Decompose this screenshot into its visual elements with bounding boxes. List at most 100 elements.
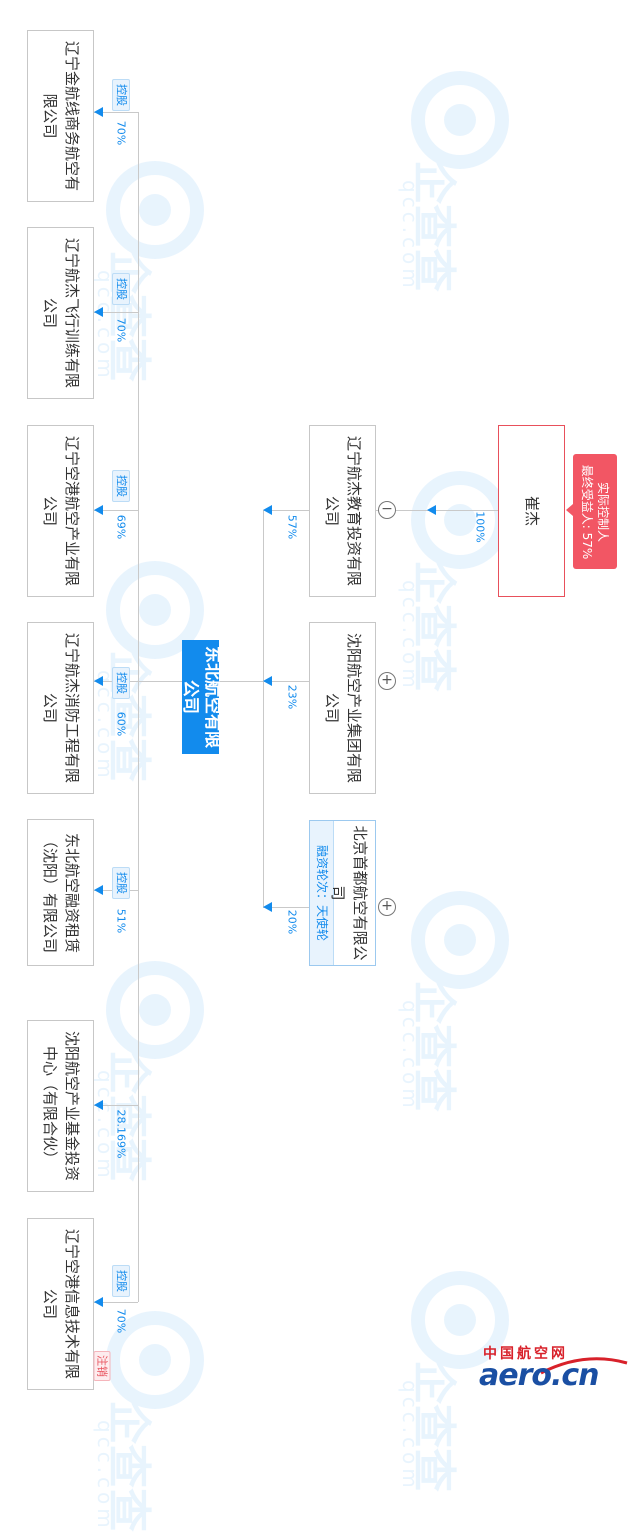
controller-box[interactable]: 崔杰 — [498, 425, 565, 597]
subsidiary-name: 辽宁航杰消防工程有限公司 — [40, 632, 81, 783]
center-right-line — [219, 681, 263, 682]
shareholder-name: 北京首都航空有限公司 — [329, 825, 369, 961]
site-logo: 中国航空网 aero.cn — [479, 1343, 634, 1393]
subsidiary-name: 辽宁空港航空产业有限公司 — [40, 435, 81, 586]
controller-name: 崔杰 — [522, 495, 541, 526]
holding-tag-7: 控股 — [112, 1265, 130, 1297]
holding-tag-5: 控股 — [112, 867, 130, 899]
subsidiary-name: 辽宁金航线商务航空有限公司 — [40, 40, 81, 191]
watermark-text: 企查查 — [103, 1050, 154, 1182]
left-branch-3-line — [94, 510, 138, 511]
shareholder-box-2[interactable]: 沈阳航空产业集团有限公司 — [309, 622, 376, 794]
subsidiary-name: 东北航空融资租赁（沈阳）有限公司 — [40, 832, 81, 953]
watermark-subtext: qcc.com — [93, 1070, 117, 1182]
percent-left-6: 28.169% — [114, 1109, 128, 1159]
watermark-subtext: qcc.com — [398, 1000, 422, 1112]
arrow-controller — [427, 505, 436, 515]
center-company-box[interactable]: 东北航空有限公司 — [180, 640, 222, 754]
controller-tag-pointer — [566, 504, 573, 516]
holding-tag-3: 控股 — [112, 470, 130, 502]
logo-swoosh-icon — [540, 1357, 628, 1375]
logo-cn-text: 中国航空网 — [483, 1346, 568, 1362]
percent-left-1: 70% — [114, 120, 128, 146]
percent-left-5: 51% — [114, 908, 128, 934]
subsidiary-box-3[interactable]: 辽宁空港航空产业有限公司 — [27, 425, 94, 597]
left-branch-2-line — [94, 312, 138, 313]
center-company-name: 东北航空有限公司 — [179, 646, 222, 748]
arrow-left-4 — [94, 676, 103, 686]
controller-tag-text: 实际控制人 最终受益人: 57% — [579, 456, 611, 568]
funding-round-tag: 融资轮次：天使轮 — [310, 821, 334, 965]
shareholder-box-3[interactable]: 融资轮次：天使轮 北京首都航空有限公司 — [309, 820, 376, 966]
percent-left-3: 69% — [114, 514, 128, 540]
left-branch-6-line — [94, 1105, 138, 1106]
percent-right-1: 57% — [285, 514, 299, 540]
arrow-right-3 — [263, 902, 272, 912]
right-branch-1-line — [263, 510, 309, 511]
arrow-right-2 — [263, 676, 272, 686]
shareholder-name: 沈阳航空产业集团有限公司 — [322, 632, 363, 783]
holding-tag-2: 控股 — [112, 273, 130, 305]
arrow-left-1 — [94, 107, 103, 117]
percent-right-3: 20% — [285, 909, 299, 935]
watermark-logo-icon — [411, 891, 509, 989]
holding-tag-1: 控股 — [112, 79, 130, 111]
percent-right-2: 23% — [285, 684, 299, 710]
watermark-subtext: qcc.com — [398, 180, 422, 292]
watermark-text: 企查查 — [103, 650, 154, 782]
arrow-left-3 — [94, 505, 103, 515]
subsidiary-box-1[interactable]: 辽宁金航线商务航空有限公司 — [27, 30, 94, 202]
subsidiary-box-6[interactable]: 沈阳航空产业基金投资中心（有限合伙） — [27, 1020, 94, 1192]
watermark-subtext: qcc.com — [398, 580, 422, 692]
subsidiary-box-4[interactable]: 辽宁航杰消防工程有限公司 — [27, 622, 94, 794]
watermark-subtext: qcc.com — [93, 1420, 117, 1532]
subsidiary-name: 辽宁航杰飞行训练有限公司 — [40, 237, 81, 388]
center-left-line — [138, 681, 182, 682]
watermark-logo-icon — [106, 961, 204, 1059]
percent-left-7: 70% — [114, 1308, 128, 1334]
watermark-text: 企查查 — [408, 160, 459, 292]
watermark-logo-icon — [411, 71, 509, 169]
left-branch-1-line — [94, 112, 138, 113]
watermark-text: 企查查 — [408, 560, 459, 692]
watermark-text: 企查查 — [103, 250, 154, 382]
arrow-left-7 — [94, 1297, 103, 1307]
percent-left-4: 60% — [114, 711, 128, 737]
controller-tag-line2: 最终受益人: 57% — [580, 464, 594, 559]
controller-tag: 实际控制人 最终受益人: 57% — [573, 454, 617, 569]
arrow-left-5 — [94, 885, 103, 895]
subsidiary-box-5[interactable]: 东北航空融资租赁（沈阳）有限公司 — [27, 819, 94, 966]
watermark-text: 企查查 — [408, 980, 459, 1112]
holding-tag-4: 控股 — [112, 667, 130, 699]
watermark-text: 企查查 — [103, 1400, 154, 1532]
subsidiary-name: 沈阳航空产业基金投资中心（有限合伙） — [40, 1030, 81, 1181]
shareholder-name: 辽宁航杰教育投资有限公司 — [322, 435, 363, 586]
logo-en-text: aero.cn — [479, 1358, 600, 1393]
subsidiary-box-2[interactable]: 辽宁航杰飞行训练有限公司 — [27, 227, 94, 399]
shareholder-box-1[interactable]: 辽宁航杰教育投资有限公司 — [309, 425, 376, 597]
percent-controller: 100% — [473, 511, 487, 543]
controller-tag-line1: 实际控制人 — [596, 481, 610, 542]
watermark-text: 企查查 — [408, 1360, 459, 1492]
controller-link-line — [376, 510, 498, 511]
cancelled-status-badge: 注销 — [93, 1351, 111, 1381]
right-branch-2-line — [263, 681, 309, 682]
arrow-left-2 — [94, 307, 103, 317]
expand-button[interactable]: + — [378, 672, 396, 690]
subsidiary-box-7[interactable]: 辽宁空港信息技术有限公司 — [27, 1218, 94, 1390]
right-branch-3-line — [263, 907, 309, 908]
expand-button[interactable]: + — [378, 898, 396, 916]
left-spine-line — [138, 112, 139, 1302]
subsidiary-name: 辽宁空港信息技术有限公司 — [40, 1228, 81, 1379]
arrow-right-1 — [263, 505, 272, 515]
arrow-left-6 — [94, 1100, 103, 1110]
right-spine-line — [263, 510, 264, 908]
collapse-button[interactable]: − — [378, 501, 396, 519]
percent-left-2: 70% — [114, 317, 128, 343]
left-branch-7-line — [94, 1302, 138, 1303]
